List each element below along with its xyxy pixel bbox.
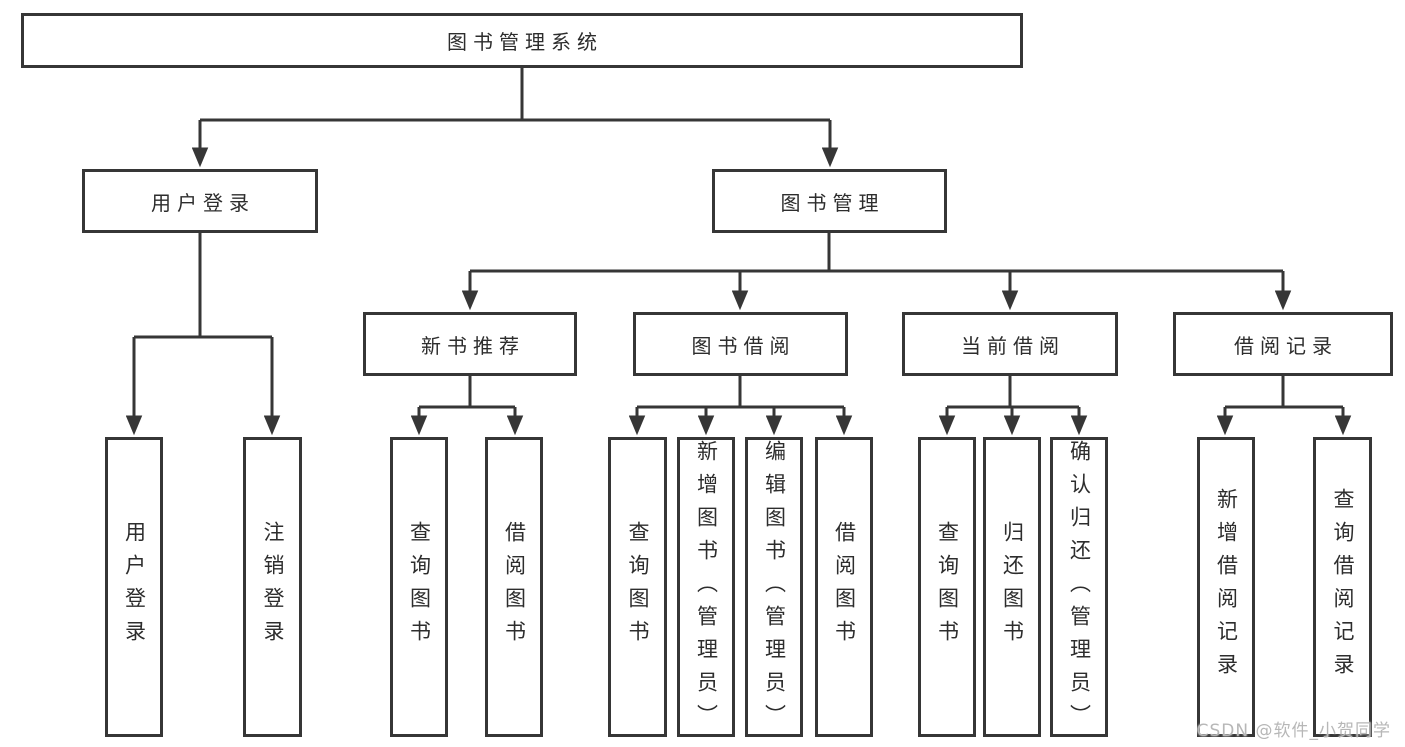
leaf-query-books-1: 查询图书 xyxy=(390,437,448,737)
leaf-return-books: 归还图书 xyxy=(983,437,1041,737)
node-label: 查询图书 xyxy=(407,521,432,653)
leaf-confirm-return-admin: 确认归还（管理员） xyxy=(1050,437,1108,737)
leaf-logout: 注销登录 xyxy=(243,437,302,737)
leaf-query-books-3: 查询图书 xyxy=(918,437,976,737)
node-label: 用户登录 xyxy=(151,190,255,215)
node-label: 借阅图书 xyxy=(502,521,527,653)
node-book-management: 图书管理 xyxy=(712,169,947,233)
leaf-query-books-2: 查询图书 xyxy=(608,437,667,737)
csdn-watermark: CSDN @软件_小贺同学 xyxy=(1196,721,1391,741)
node-current-borrowing: 当前借阅 xyxy=(902,312,1118,376)
node-label: 当前借阅 xyxy=(961,333,1065,358)
node-label: 图书管理 xyxy=(780,190,885,215)
node-label: 注销登录 xyxy=(261,521,285,653)
leaf-add-borrow-record: 新增借阅记录 xyxy=(1197,437,1255,737)
node-label: 图书借阅 xyxy=(691,333,796,358)
node-label: 图书管理系统 xyxy=(447,30,603,54)
node-label: 确认归还（管理员） xyxy=(1067,440,1092,737)
node-label: 新增图书（管理员） xyxy=(694,440,719,737)
leaf-add-books-admin: 新增图书（管理员） xyxy=(677,437,735,737)
leaf-borrow-books-2: 借阅图书 xyxy=(815,437,873,737)
node-label: 编辑图书（管理员） xyxy=(762,440,787,737)
node-label: 归还图书 xyxy=(1000,521,1025,653)
node-book-borrowing: 图书借阅 xyxy=(633,312,848,376)
node-borrowing-records: 借阅记录 xyxy=(1173,312,1393,376)
node-label: 查询图书 xyxy=(626,521,650,653)
node-label: 用户登录 xyxy=(122,521,147,653)
leaf-user-login: 用户登录 xyxy=(105,437,163,737)
leaf-borrow-books-1: 借阅图书 xyxy=(485,437,543,737)
node-label: 借阅图书 xyxy=(832,521,857,653)
node-label: 查询图书 xyxy=(935,521,960,653)
node-label: 借阅记录 xyxy=(1234,333,1338,358)
leaf-query-borrow-record: 查询借阅记录 xyxy=(1313,437,1372,737)
node-label: 新书推荐 xyxy=(421,333,525,358)
node-label: 查询借阅记录 xyxy=(1331,488,1355,686)
leaf-edit-books-admin: 编辑图书（管理员） xyxy=(745,437,803,737)
node-library-system: 图书管理系统 xyxy=(21,13,1023,68)
node-user-login: 用户登录 xyxy=(82,169,318,233)
node-new-book-recommend: 新书推荐 xyxy=(363,312,577,376)
node-label: 新增借阅记录 xyxy=(1214,488,1239,686)
